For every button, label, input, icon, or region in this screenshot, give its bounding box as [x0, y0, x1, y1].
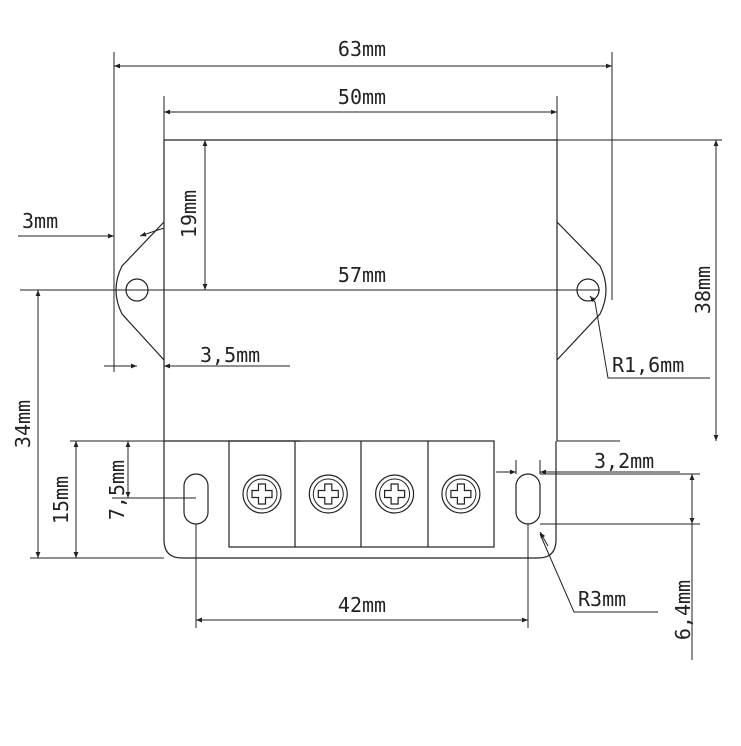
label-tab-edge: 3,5mm	[200, 343, 260, 367]
device-outline	[115, 139, 620, 559]
dimension-labels: 63mm 50mm 57mm 3mm 3,5mm R1,6mm 3,2mm 42…	[11, 37, 715, 640]
label-total-width: 63mm	[338, 37, 386, 61]
label-total-height: 38mm	[691, 266, 715, 314]
terminal-screw	[242, 474, 282, 514]
label-hole-height: 34mm	[11, 400, 35, 448]
label-slot-length: 6,4mm	[671, 580, 695, 640]
label-slot-offset: 7,5mm	[105, 460, 129, 520]
label-body-width: 50mm	[338, 85, 386, 109]
left-mount-slot	[183, 473, 209, 525]
label-slot-radius: R3mm	[578, 587, 626, 611]
terminal-screw	[441, 474, 481, 514]
label-hole-spacing: 57mm	[338, 263, 386, 287]
label-slot-spacing: 42mm	[338, 593, 386, 617]
base-plate	[163, 441, 557, 559]
label-slot-width: 3,2mm	[594, 449, 654, 473]
label-tab-offset: 3mm	[22, 209, 58, 233]
extension-lines	[20, 52, 722, 628]
left-mount-tab	[115, 221, 165, 361]
right-mount-tab	[556, 221, 607, 361]
terminal-screw	[375, 474, 415, 514]
dimension-lines	[18, 63, 719, 660]
leader-r1-6	[594, 301, 710, 379]
label-hole-radius: R1,6mm	[612, 353, 684, 377]
right-mount-slot	[515, 473, 541, 525]
terminal-screw	[308, 474, 348, 514]
leader-r3	[539, 533, 658, 613]
label-upper-height: 19mm	[177, 190, 201, 238]
terminal-block	[228, 440, 495, 548]
label-base-height: 15mm	[49, 476, 73, 524]
